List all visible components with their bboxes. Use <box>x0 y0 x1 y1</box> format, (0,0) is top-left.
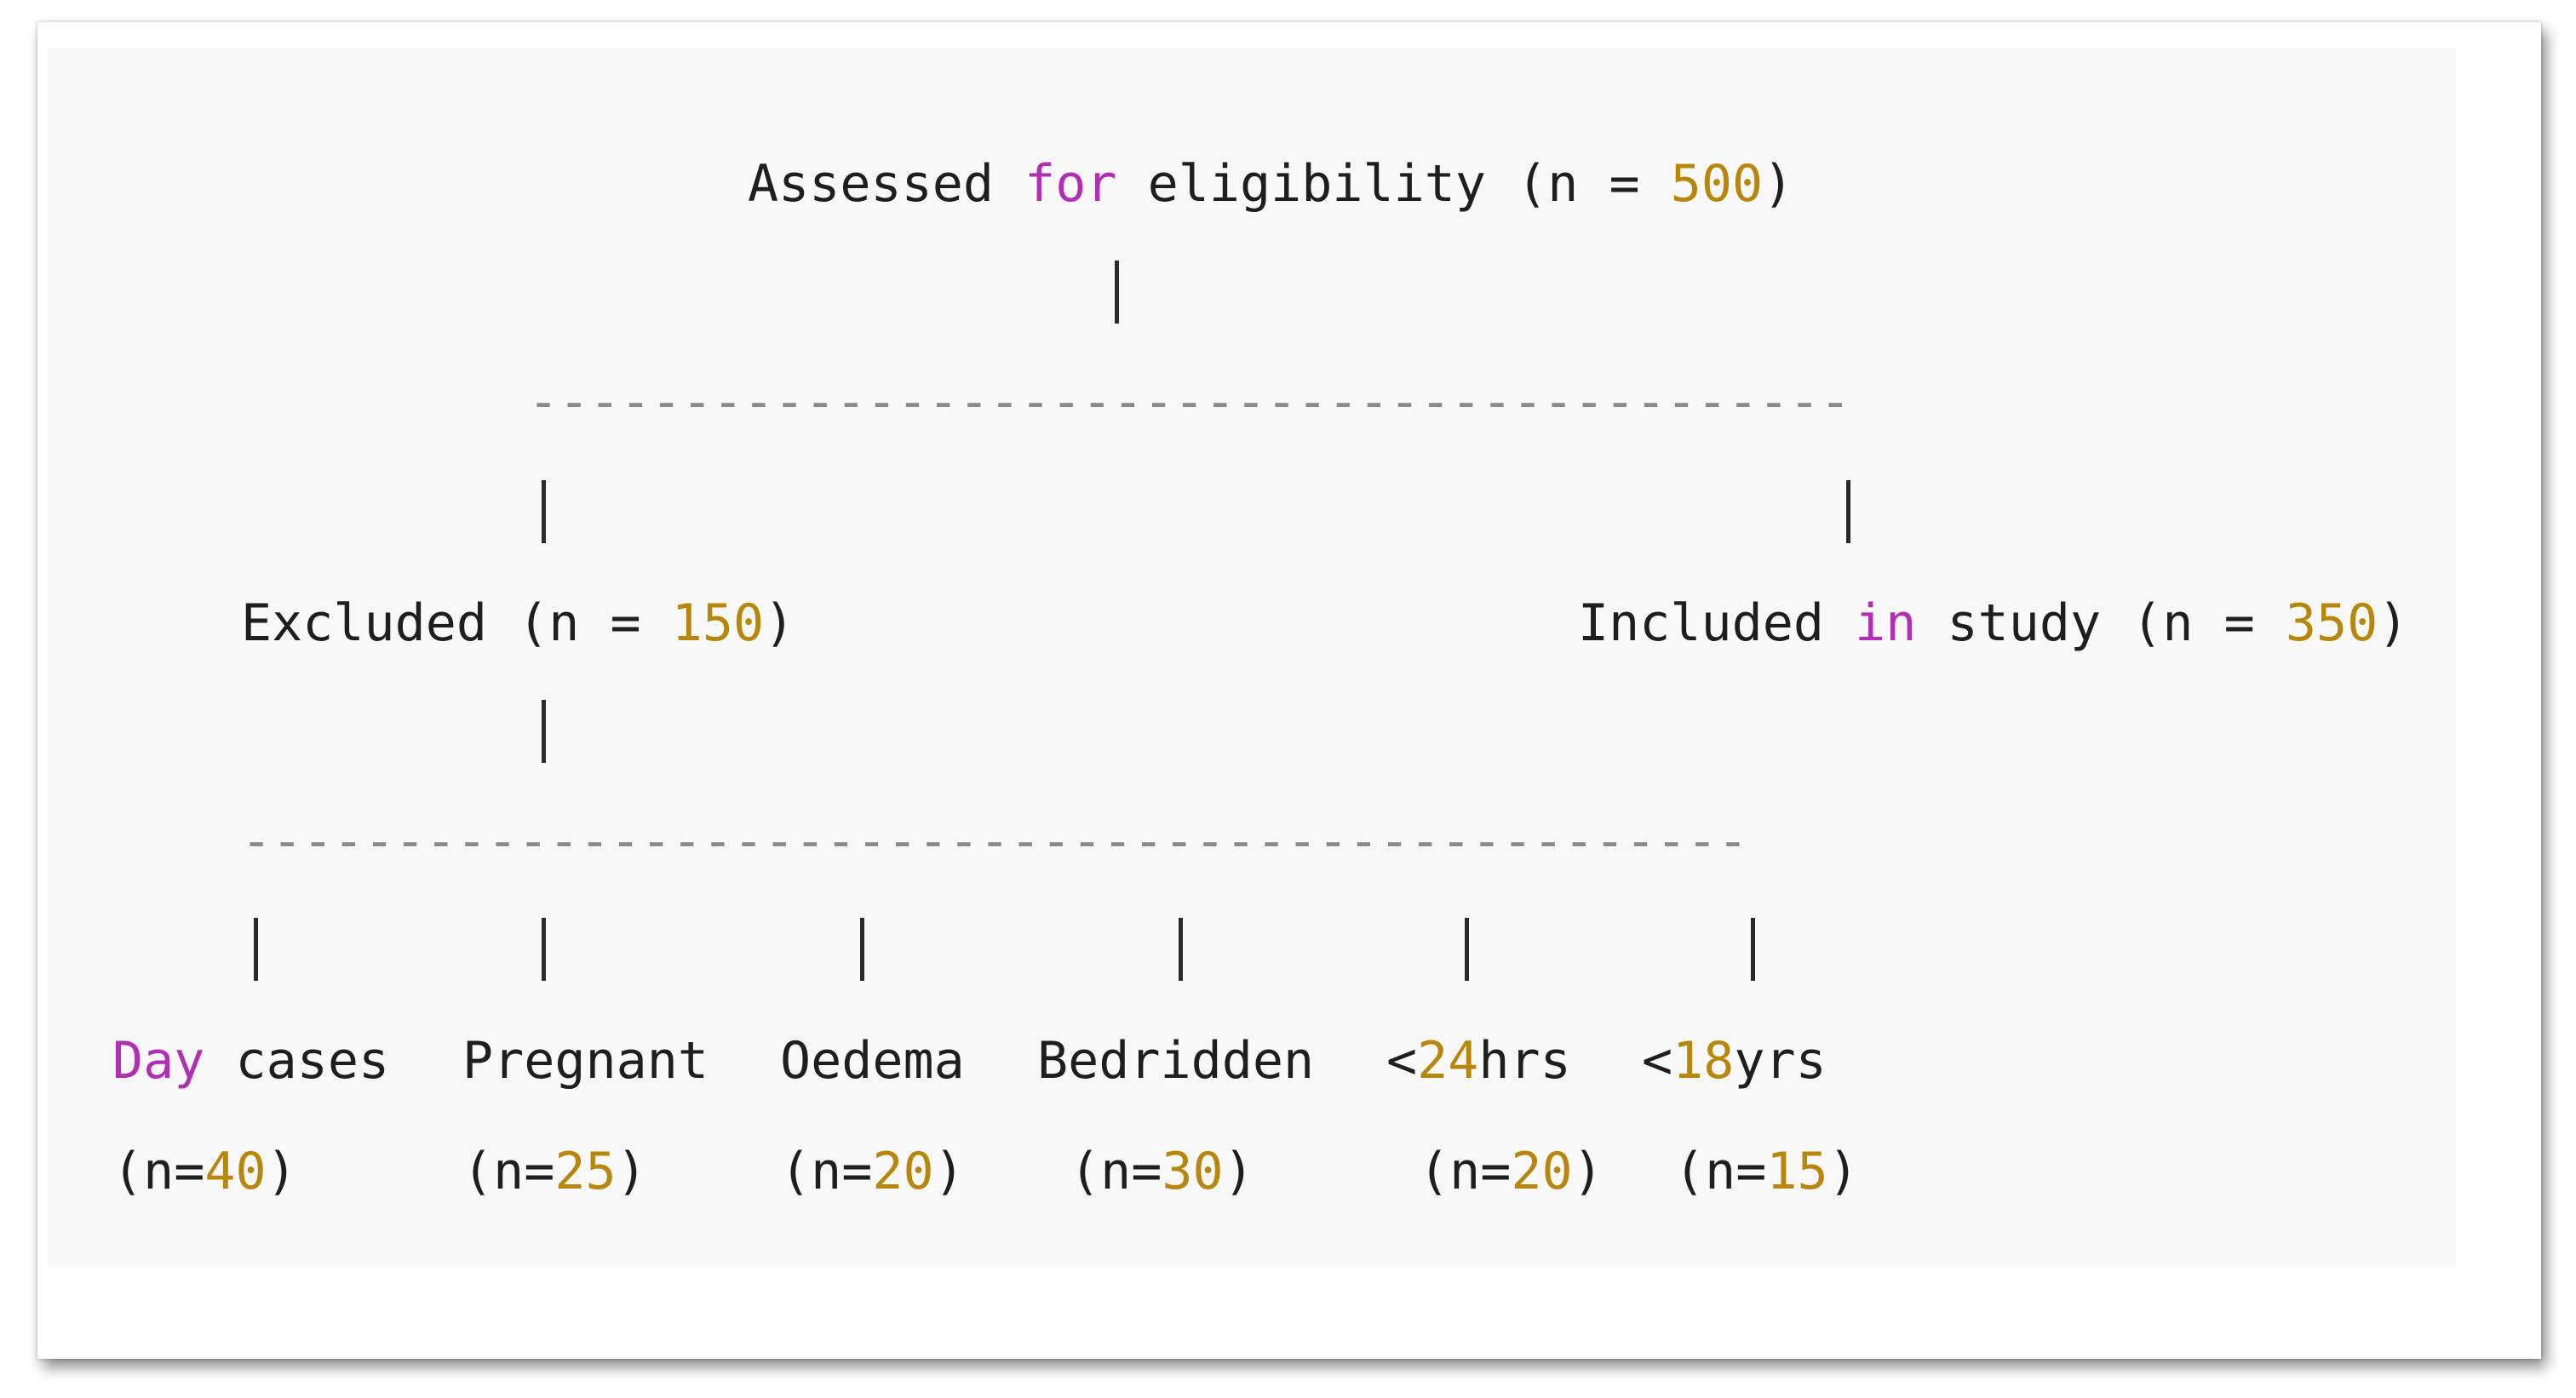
reason-24hrs-unit: hrs <box>1478 1031 1571 1091</box>
connector-reason-oedema <box>860 918 864 981</box>
node-included-keyword: in <box>1855 593 1917 653</box>
reason-bedridden-n: 30 <box>1162 1142 1224 1201</box>
connector-excluded-down <box>542 700 546 763</box>
node-excluded-count: 150 <box>671 593 765 653</box>
node-included-text: study (n = <box>1947 593 2286 653</box>
node-assessed-word: Assessed <box>748 154 994 214</box>
node-included-count: 350 <box>2285 593 2378 653</box>
code-panel <box>48 48 2456 1267</box>
reason-oedema-count: (n=20) <box>780 1137 965 1206</box>
node-excluded: Excluded (n = 150) <box>241 589 795 657</box>
reason-pregnant-close: ) <box>616 1142 647 1201</box>
reason-18yrs-open: (n= <box>1674 1142 1767 1201</box>
reason-day-cases-count: (n=40) <box>112 1137 297 1206</box>
reason-24hrs-n: 20 <box>1511 1142 1573 1201</box>
reason-18yrs-close: ) <box>1827 1142 1859 1201</box>
reason-day-close: ) <box>266 1142 297 1201</box>
node-assessed-keyword: for <box>1024 154 1117 214</box>
reason-18yrs-n: 15 <box>1766 1142 1828 1201</box>
reason-day-cases-label: Day cases <box>112 1027 389 1095</box>
node-assessed-close: ) <box>1763 154 1794 214</box>
reason-bedridden-count: (n=30) <box>1070 1137 1254 1206</box>
reasons-separator: ----------------------------------------… <box>241 811 1749 871</box>
reason-18yrs-count: (n=15) <box>1674 1137 1859 1206</box>
node-included: Included in study (n = 350) <box>1578 589 2408 657</box>
reason-24hrs-count: (n=20) <box>1419 1137 1604 1206</box>
reason-day-text: cases <box>204 1031 390 1091</box>
reason-day-open: (n= <box>112 1142 205 1201</box>
reason-day-keyword: Day <box>112 1031 205 1091</box>
reason-day-n: 40 <box>204 1142 267 1201</box>
reason-bedridden-label: Bedridden <box>1037 1027 1314 1095</box>
reason-oedema-text: Oedema <box>780 1031 965 1091</box>
connector-reason-18yrs <box>1751 918 1755 981</box>
reason-oedema-open: (n= <box>780 1142 873 1201</box>
reason-18yrs-lt: < <box>1642 1031 1673 1091</box>
connector-included <box>1846 480 1850 543</box>
reason-pregnant-text: Pregnant <box>462 1031 709 1091</box>
connector-reason-bedridden <box>1179 918 1183 981</box>
reason-pregnant-count: (n=25) <box>462 1137 647 1206</box>
reason-24hrs-close: ) <box>1572 1142 1604 1201</box>
reason-pregnant-n: 25 <box>554 1142 617 1201</box>
node-assessed-text: eligibility (n = <box>1147 154 1671 214</box>
node-excluded-text: Excluded (n = <box>241 593 672 653</box>
reason-18yrs-number: 18 <box>1672 1031 1735 1091</box>
connector-reason-pregnant <box>542 918 546 981</box>
reason-bedridden-close: ) <box>1223 1142 1254 1201</box>
reason-oedema-label: Oedema <box>780 1027 965 1095</box>
reason-24hrs-lt: < <box>1386 1031 1418 1091</box>
reason-18yrs-unit: yrs <box>1734 1031 1827 1091</box>
connector-excluded <box>542 480 546 543</box>
reason-pregnant-open: (n= <box>462 1142 555 1201</box>
node-excluded-close: ) <box>764 593 795 653</box>
reason-oedema-n: 20 <box>872 1142 934 1201</box>
connector-reason-24hrs <box>1465 918 1469 981</box>
connector-top <box>1115 261 1119 324</box>
node-included-word: Included <box>1578 593 1824 653</box>
reason-24hrs-open: (n= <box>1419 1142 1512 1201</box>
reason-bedridden-open: (n= <box>1070 1142 1162 1201</box>
reason-18yrs-label: <18yrs <box>1642 1027 1827 1095</box>
node-assessed-count: 500 <box>1670 154 1764 214</box>
branch-separator: ----------------------------------------… <box>528 372 1851 432</box>
reason-bedridden-text: Bedridden <box>1037 1031 1315 1091</box>
reason-pregnant-label: Pregnant <box>462 1027 709 1095</box>
connector-reason-day-cases <box>254 918 258 981</box>
reason-24hrs-label: <24hrs <box>1386 1027 1571 1095</box>
reason-oedema-close: ) <box>933 1142 965 1201</box>
node-assessed: Assessed for eligibility (n = 500) <box>748 150 1793 218</box>
node-included-close: ) <box>2378 593 2409 653</box>
reason-24hrs-number: 24 <box>1417 1031 1479 1091</box>
